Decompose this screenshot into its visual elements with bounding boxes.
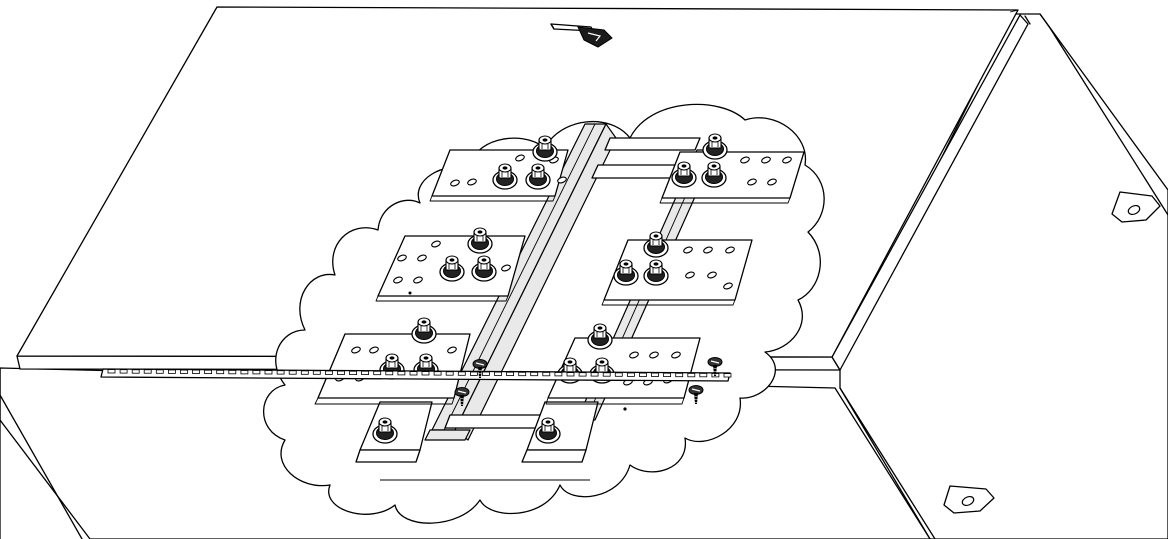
door-latch-icon — [550, 23, 613, 48]
strip-slot — [614, 372, 623, 377]
strip-slot — [481, 371, 490, 376]
strip-slot — [276, 370, 285, 375]
strip-slot — [228, 369, 237, 375]
terminal-plate-middle-right — [601, 231, 753, 306]
mounting-tab-icon-upper — [1111, 191, 1161, 223]
strip-slot — [542, 371, 551, 377]
strip-slot — [530, 371, 539, 377]
strip-slot — [373, 370, 382, 376]
strip-slot — [445, 371, 454, 376]
strip-slot — [554, 372, 563, 377]
strip-slot — [469, 371, 478, 376]
strip-slot — [699, 372, 708, 378]
mounting-tab-icon-lower — [943, 485, 995, 514]
strip-slot — [312, 370, 321, 375]
strip-slot — [651, 372, 659, 377]
strip-slot — [457, 371, 466, 376]
strip-slot — [264, 370, 273, 375]
strip-slot — [180, 369, 188, 374]
strip-slot — [337, 370, 345, 375]
strip-slot — [663, 372, 671, 378]
strip-slot — [300, 370, 309, 375]
strip-slot — [324, 370, 333, 375]
strip-slot — [602, 372, 611, 377]
clamp-bracket-left — [355, 401, 471, 463]
strip-slot — [252, 370, 261, 375]
strip-slot — [204, 369, 213, 375]
strip-slot — [639, 372, 647, 377]
strip-slot — [627, 372, 635, 377]
strip-slot — [192, 369, 200, 374]
terminal-plate-top-left — [429, 135, 569, 202]
strip-slot — [409, 371, 418, 376]
strip-slot — [590, 372, 599, 377]
strip-slot — [155, 369, 164, 374]
terminal-plate-middle-left — [375, 227, 526, 302]
slot-strip-icon — [100, 368, 732, 382]
strip-slot — [167, 369, 176, 374]
strip-slot — [421, 371, 430, 376]
strip-slot — [687, 372, 696, 378]
strip-slot — [494, 371, 502, 376]
strip-slot — [216, 369, 225, 375]
strip-slot — [518, 371, 527, 377]
strip-slot — [385, 370, 394, 376]
strip-slot — [131, 369, 140, 374]
strip-slot — [578, 372, 587, 377]
strip-slot — [119, 369, 128, 374]
strip-slot — [506, 371, 515, 377]
strip-slot — [361, 370, 370, 376]
strip-slot — [566, 372, 575, 377]
strip-slot — [240, 370, 249, 375]
strip-slot — [288, 370, 297, 375]
strip-slot — [675, 372, 684, 378]
clamp-bracket-right — [521, 401, 599, 463]
terminal-plate-top-right — [659, 133, 805, 204]
strip-slot — [349, 370, 358, 376]
strip-slot — [397, 371, 406, 376]
strip-slot — [723, 373, 732, 378]
strip-slot — [143, 369, 152, 374]
strip-slot — [433, 371, 442, 376]
strip-slot — [107, 369, 116, 374]
